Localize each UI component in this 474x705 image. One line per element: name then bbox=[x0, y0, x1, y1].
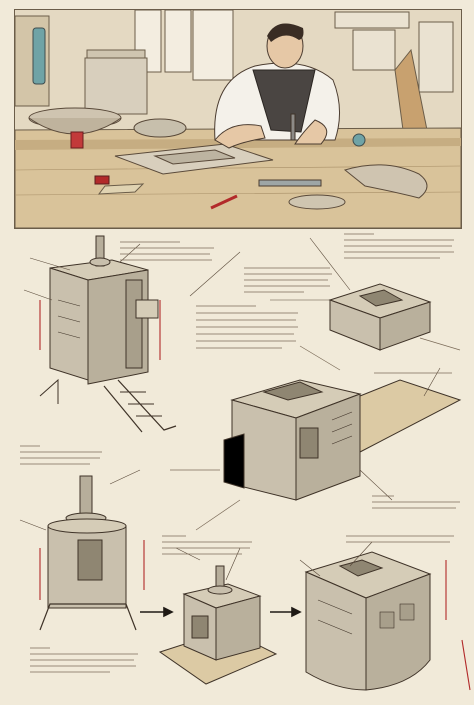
workbench-tools bbox=[94, 133, 428, 210]
note-block bbox=[196, 304, 300, 362]
machine-sketch-small bbox=[158, 565, 278, 685]
note-block bbox=[120, 240, 216, 272]
workshop-scene bbox=[15, 10, 461, 228]
note-block bbox=[344, 232, 456, 272]
note-block bbox=[372, 494, 462, 522]
workshop-illustration bbox=[14, 9, 462, 229]
arrow-right-icon bbox=[140, 606, 302, 618]
note-block bbox=[30, 646, 140, 682]
callout-leader bbox=[19, 237, 441, 581]
note-block bbox=[244, 266, 334, 304]
note-block bbox=[346, 534, 456, 554]
note-block bbox=[20, 444, 104, 478]
machine-sketch-column bbox=[39, 475, 145, 631]
note-block bbox=[162, 534, 254, 568]
workshop-figure bbox=[214, 23, 340, 149]
note-block bbox=[374, 364, 454, 383]
wall-frames bbox=[334, 11, 454, 131]
machine-sketch-rounded bbox=[304, 551, 471, 691]
window-left bbox=[134, 10, 234, 81]
wall-shelf bbox=[15, 15, 148, 115]
